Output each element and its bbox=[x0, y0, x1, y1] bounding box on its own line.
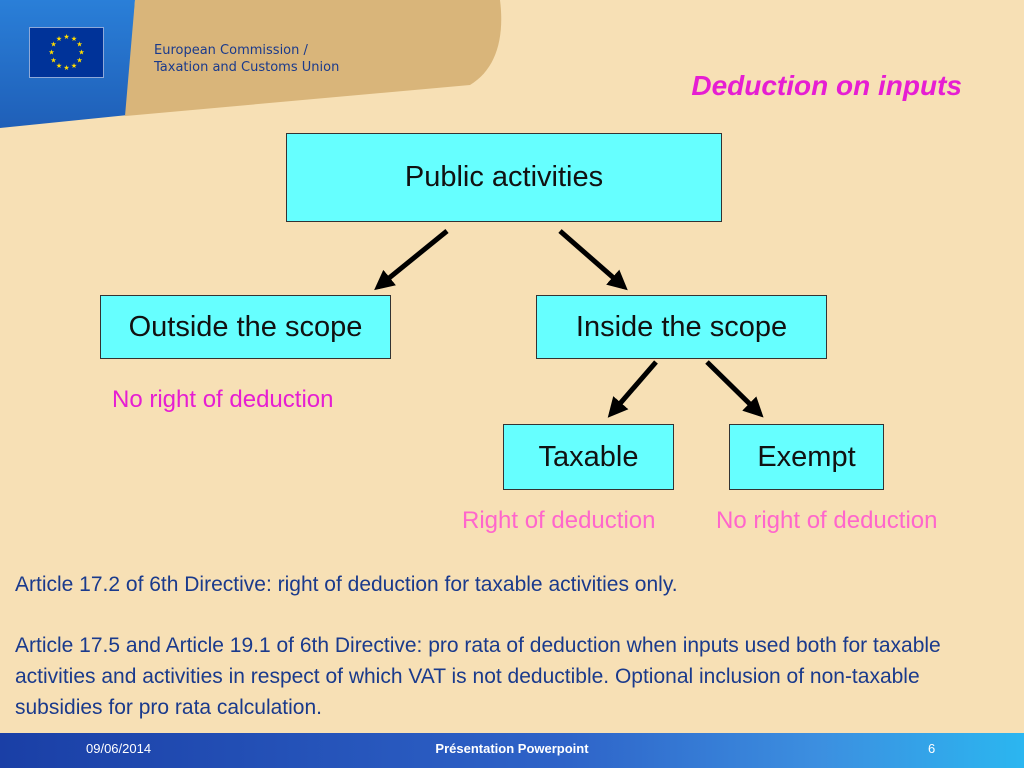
node-outside-the-scope: Outside the scope bbox=[100, 295, 391, 359]
arrow-inside-to-taxable bbox=[607, 360, 658, 418]
organization-line-1: European Commission / bbox=[154, 43, 308, 58]
article-17-2-text: Article 17.2 of 6th Directive: right of … bbox=[15, 573, 678, 596]
footer-presentation-title: Présentation Powerpoint bbox=[435, 741, 589, 756]
arrow-inside-to-exempt bbox=[705, 360, 764, 418]
footer-date: 09/06/2014 bbox=[86, 741, 152, 756]
svg-text:★: ★ bbox=[50, 57, 56, 65]
svg-text:★: ★ bbox=[76, 41, 82, 49]
svg-text:★: ★ bbox=[63, 64, 69, 72]
footer-bar: 09/06/2014 Présentation Powerpoint 6 bbox=[0, 733, 1024, 768]
node-outside-the-scope-label: Outside the scope bbox=[128, 310, 363, 343]
article-17-5-text: Article 17.5 and Article 19.1 of 6th Dir… bbox=[15, 634, 941, 719]
node-exempt-label: Exempt bbox=[757, 440, 856, 473]
svg-text:★: ★ bbox=[76, 57, 82, 65]
node-inside-the-scope-label: Inside the scope bbox=[575, 310, 788, 343]
svg-text:★: ★ bbox=[56, 35, 62, 43]
svg-text:★: ★ bbox=[56, 62, 62, 70]
node-inside-the-scope: Inside the scope bbox=[536, 295, 827, 359]
arrow-public-to-inside bbox=[558, 229, 628, 291]
note-outside-no-right: No right of deduction bbox=[112, 386, 334, 413]
note-taxable-right: Right of deduction bbox=[462, 507, 656, 534]
organization-line-2: Taxation and Customs Union bbox=[154, 60, 340, 75]
node-taxable-label: Taxable bbox=[538, 440, 639, 473]
slide-title: Deduction on inputs bbox=[691, 70, 962, 101]
note-exempt-no-right: No right of deduction bbox=[716, 507, 938, 534]
node-public-activities-label: Public activities bbox=[404, 161, 604, 193]
svg-text:★: ★ bbox=[50, 41, 56, 49]
svg-text:★: ★ bbox=[71, 35, 77, 43]
svg-text:★: ★ bbox=[63, 33, 69, 41]
node-public-activities: Public activities bbox=[286, 133, 722, 222]
arrow-public-to-outside bbox=[374, 229, 449, 291]
footer-page-number: 6 bbox=[928, 741, 936, 756]
node-exempt: Exempt bbox=[729, 424, 884, 490]
svg-text:★: ★ bbox=[71, 62, 77, 70]
eu-flag-icon: ★ ★ ★ ★ ★ ★ ★ ★ ★ ★ ★ ★ bbox=[29, 27, 104, 78]
svg-text:★: ★ bbox=[48, 49, 54, 57]
svg-text:★: ★ bbox=[78, 49, 84, 57]
node-taxable: Taxable bbox=[503, 424, 674, 490]
